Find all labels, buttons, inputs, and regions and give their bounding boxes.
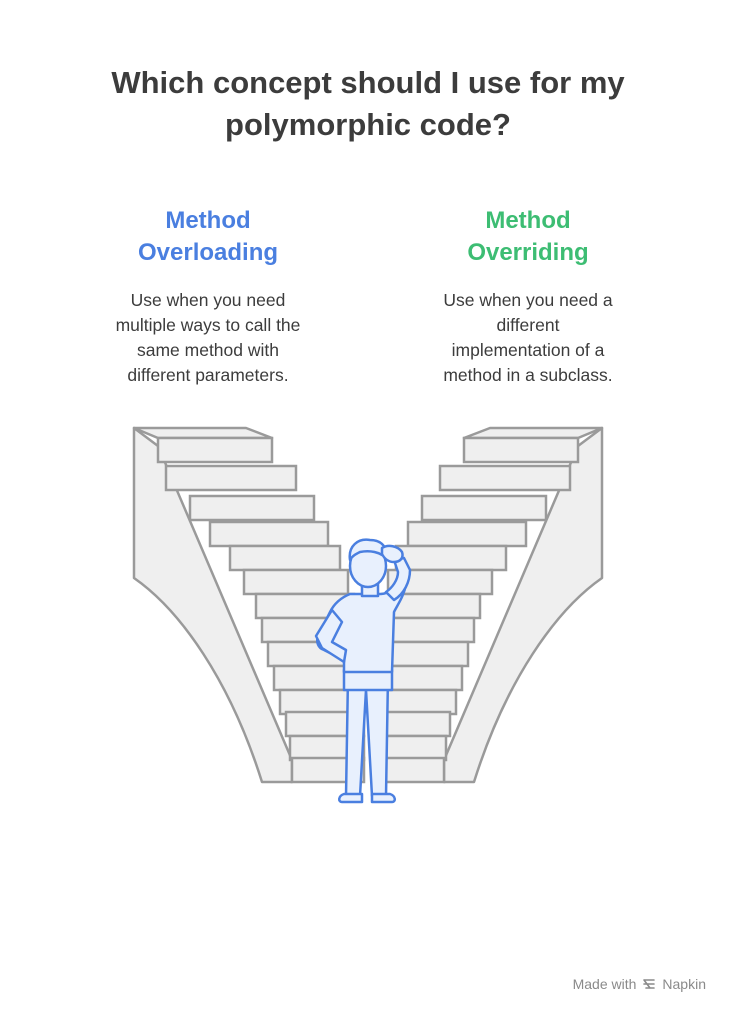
page-title: Which concept should I use for my polymo… <box>68 62 668 146</box>
footer: Made with Napkin <box>573 976 706 992</box>
option-overloading-desc-line: multiple ways to call the <box>115 315 301 335</box>
option-overriding-desc-line: method in a subclass. <box>443 365 613 385</box>
option-overloading-title-line-1: Method <box>165 207 251 234</box>
option-overloading-description: Use when you need multiple ways to call … <box>78 288 338 388</box>
page-title-line-2: polymorphic code? <box>225 107 511 142</box>
left-stair-step <box>242 568 350 596</box>
page-title-line-1: Which concept should I use for my <box>111 65 625 100</box>
option-overriding-desc-line: Use when you need a <box>443 290 613 310</box>
option-overloading-desc-line: Use when you need <box>130 290 286 310</box>
right-stair-step <box>438 464 572 492</box>
made-with-label: Made with <box>572 976 637 992</box>
confused-person-icon <box>314 538 412 804</box>
option-overloading-title: Method Overloading <box>88 205 328 269</box>
option-overloading-desc-line: different parameters. <box>127 365 289 385</box>
right-stair-step <box>462 436 580 464</box>
left-stair-step <box>228 544 342 572</box>
left-stair-step <box>164 464 298 492</box>
right-stair-step <box>394 544 508 572</box>
right-staircase-top <box>462 426 604 440</box>
right-staircase-wall <box>442 426 604 784</box>
option-overriding-desc-line: different <box>496 315 560 335</box>
option-overloading-desc-line: same method with <box>136 340 279 360</box>
right-stair-step <box>420 494 548 522</box>
left-stair-step <box>156 436 274 464</box>
left-staircase-wall <box>132 426 294 784</box>
option-overriding-title: Method Overriding <box>408 205 648 269</box>
option-overriding-desc-line: implementation of a <box>451 340 605 360</box>
left-staircase-top <box>132 426 274 440</box>
option-overriding-title-line-2: Overriding <box>467 239 589 266</box>
option-overriding-title-line-1: Method <box>485 207 571 234</box>
right-staircase <box>370 426 604 784</box>
left-stair-step <box>188 494 316 522</box>
napkin-brand-label: Napkin <box>662 976 706 992</box>
napkin-logo-icon <box>643 979 656 989</box>
left-stair-step <box>208 520 330 548</box>
option-overriding-description: Use when you need a different implementa… <box>398 288 658 388</box>
left-staircase <box>132 426 366 784</box>
right-stair-step <box>406 520 528 548</box>
right-stair-step <box>370 756 446 784</box>
option-overloading-title-line-2: Overloading <box>137 239 279 266</box>
